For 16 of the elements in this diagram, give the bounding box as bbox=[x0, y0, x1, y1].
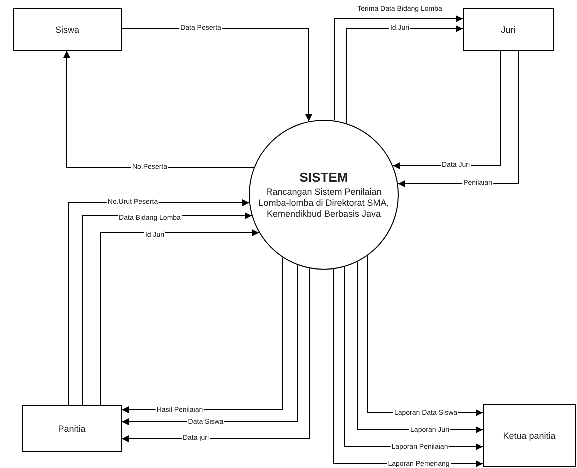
arrow bbox=[346, 26, 464, 124]
entity-name: Juri bbox=[501, 24, 516, 34]
entity-name: Siswa bbox=[55, 24, 80, 34]
arrow bbox=[122, 268, 310, 442]
entity-box bbox=[463, 8, 554, 51]
arrow bbox=[334, 16, 464, 122]
entity-box bbox=[13, 8, 122, 51]
entity-name: Ketua panitia bbox=[503, 430, 556, 440]
entity-box bbox=[483, 404, 576, 467]
arrow bbox=[64, 50, 255, 168]
process-description: Rancangan Sistem Penilaian Lomba-lomba di Direktorat SMA, Kemendikbud Berbasis Java bbox=[258, 186, 390, 220]
entity-box bbox=[22, 405, 122, 452]
arrow bbox=[122, 264, 298, 426]
entity-name: Panitia bbox=[58, 424, 86, 434]
process-title: SISTEM bbox=[300, 170, 348, 185]
arrow bbox=[100, 230, 260, 406]
